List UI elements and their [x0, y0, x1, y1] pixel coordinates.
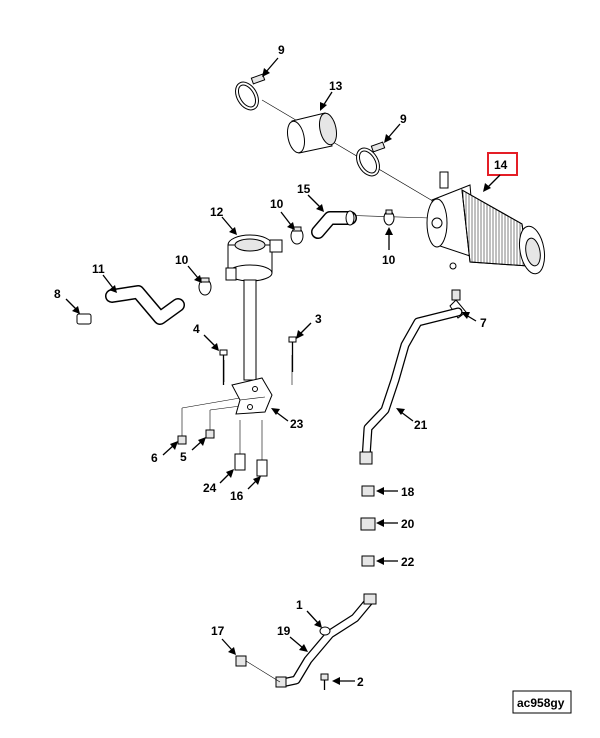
callout-5: 5	[180, 437, 206, 464]
callout-19: 19	[277, 624, 308, 652]
callout-22: 22	[376, 555, 415, 569]
svg-text:10: 10	[382, 253, 396, 267]
fitting-18	[361, 485, 375, 497]
mounting-bracket	[231, 377, 273, 415]
svg-text:11: 11	[92, 262, 105, 276]
clamp-small-a	[290, 226, 304, 245]
callout-10-b: 10	[175, 253, 202, 283]
svg-text:14: 14	[494, 158, 508, 172]
callout-4: 4	[193, 322, 219, 351]
callout-10-a: 10	[270, 197, 295, 230]
hose-lower-left	[105, 285, 185, 325]
svg-text:18: 18	[401, 485, 415, 499]
hose-19	[275, 593, 377, 688]
cap-fitting	[76, 313, 92, 325]
fitting-22	[361, 555, 375, 567]
reference-code-box: ac958gy	[512, 690, 572, 714]
air-cleaner-assembly	[426, 171, 546, 275]
svg-text:7: 7	[480, 316, 487, 330]
svg-text:4: 4	[193, 322, 200, 336]
svg-text:8: 8	[54, 287, 61, 301]
bolt-2	[320, 673, 329, 690]
callout-13: 13	[320, 79, 343, 111]
svg-text:23: 23	[290, 417, 304, 431]
svg-text:5: 5	[180, 450, 187, 464]
callout-18: 18	[376, 485, 415, 499]
callout-20: 20	[376, 517, 415, 531]
callout-16: 16	[230, 476, 261, 503]
svg-text:2: 2	[357, 675, 364, 689]
callout-23: 23	[271, 408, 304, 431]
bolt-4	[219, 349, 228, 385]
svg-text:17: 17	[211, 624, 225, 638]
bolt-3	[288, 336, 297, 372]
housing-tee	[225, 234, 283, 381]
spacer-16	[256, 459, 268, 477]
assembly-guide-lines	[181, 99, 449, 462]
callout-6: 6	[151, 441, 178, 465]
callout-9-lower: 9	[384, 112, 407, 143]
svg-text:10: 10	[175, 253, 189, 267]
fitting-17	[235, 655, 281, 683]
callout-17: 17	[211, 624, 236, 655]
callout-12: 12	[210, 205, 237, 235]
callout-8: 8	[54, 287, 80, 314]
hose-21	[359, 307, 463, 465]
callout-10-c: 10	[382, 227, 396, 267]
svg-text:9: 9	[400, 112, 407, 126]
reference-code-label: ac958gy	[517, 696, 565, 710]
nut-6	[177, 435, 187, 445]
nut-5	[205, 429, 215, 439]
callout-15: 15	[297, 182, 324, 212]
callout-7: 7	[461, 312, 487, 330]
svg-text:9: 9	[278, 43, 285, 57]
callout-2: 2	[332, 675, 364, 689]
clamp-upper	[235, 73, 266, 111]
svg-text:3: 3	[315, 312, 322, 326]
highlight-box	[487, 152, 518, 176]
callout-9-upper: 9	[262, 43, 285, 77]
svg-text:15: 15	[297, 182, 311, 196]
clamp-small-c	[383, 209, 395, 226]
fitting-20	[360, 517, 376, 531]
elbow-hose-upper	[311, 210, 357, 239]
clip-1	[319, 626, 331, 636]
callout-24: 24	[203, 469, 234, 495]
callout-1: 1	[296, 598, 322, 628]
tube-coupler	[286, 112, 338, 154]
svg-text:24: 24	[203, 481, 217, 495]
svg-text:1: 1	[296, 598, 303, 612]
svg-text:21: 21	[414, 418, 428, 432]
svg-text:12: 12	[210, 205, 224, 219]
svg-text:13: 13	[329, 79, 343, 93]
svg-text:10: 10	[270, 197, 284, 211]
svg-text:16: 16	[230, 489, 244, 503]
svg-text:20: 20	[401, 517, 415, 531]
clamp-lower	[356, 141, 386, 177]
svg-text:19: 19	[277, 624, 291, 638]
svg-text:6: 6	[151, 451, 158, 465]
callout-21: 21	[396, 408, 428, 432]
callout-3: 3	[296, 312, 322, 339]
svg-text:22: 22	[401, 555, 415, 569]
callout-11: 11	[92, 262, 117, 293]
callout-14-highlighted[interactable]: 14	[483, 152, 518, 192]
spacer-24	[234, 453, 246, 471]
